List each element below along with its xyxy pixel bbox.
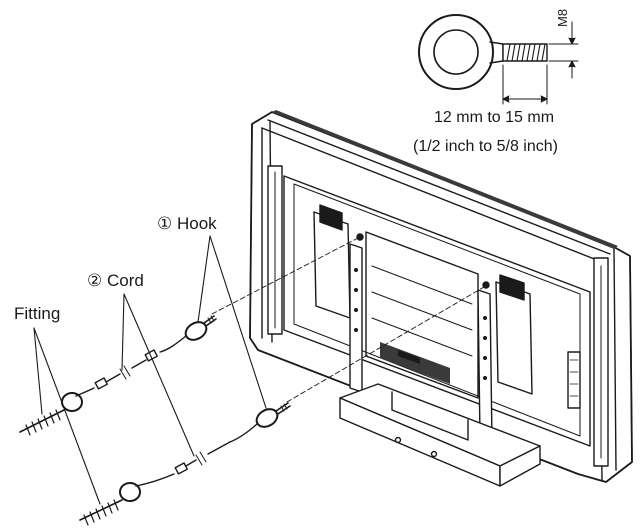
leader-lines [34,236,266,504]
cord-leader-upper [122,294,124,370]
upper-cord-assembly [20,316,216,435]
cord-leader-lower [124,294,194,456]
lower-cord-assembly [80,403,290,525]
upper-fitting-eye [62,393,82,411]
connector-panel [380,342,450,384]
connector-panel-2 [398,350,420,364]
bolt-length-inch-label: (1/2 inch to 5/8 inch) [413,138,558,155]
rear-cabinet-panel [284,176,590,446]
upper-cord-loop [160,336,186,352]
lower-cord-loop [230,424,257,442]
hook-label: ① Hook [157,214,217,233]
display-top-bevel-2 [268,120,610,254]
stand-base-side [500,446,540,486]
cord-label: ② Cord [87,271,144,290]
upper-cord-2 [106,374,120,382]
length-dimension-lines [503,65,547,104]
display-screen-edge [272,110,618,249]
left-hook-hole [357,234,363,240]
fitting-leader-upper [34,328,42,414]
eye-bolt-detail [419,15,578,104]
center-plate-slot-1 [372,266,472,356]
upper-cord-break [120,366,130,379]
bolt-length-mm-label: 12 mm to 15 mm [434,109,555,126]
eye-bolt-thread [507,44,545,61]
display-top-bevel [262,128,602,262]
upper-cord-ferrule-2 [95,378,107,389]
bolt-size-label: M8 [555,8,570,27]
m8-dimension-lines [549,22,578,78]
side-vent [568,352,580,408]
display-rear-view [250,110,632,486]
right-hook-hole [483,282,489,288]
lower-fitting-thread [84,500,118,525]
center-mount-plate [366,232,478,398]
rear-cabinet-inner [294,184,580,436]
left-rear-pad [314,212,350,318]
right-stand-post [478,290,492,442]
lower-cord [208,442,230,454]
upper-cord-ferrule-1 [145,350,157,361]
upper-cord [132,360,146,368]
eye-bolt-ring-outer [419,15,493,89]
upper-hook-thread [208,316,214,323]
lower-cord-ferrule [175,463,187,474]
upper-fitting-thread [26,410,60,435]
right-rear-pad [496,282,532,394]
hook-leader-upper [198,236,210,322]
stand-base-hole-2 [432,452,437,457]
lower-cord-2 [186,460,196,466]
eye-bolt-ring-inner [434,30,478,74]
lower-fitting-eye [120,483,140,501]
left-stand-post [350,244,362,392]
lower-hook-thread [281,404,287,411]
lower-hook-eye [253,406,280,431]
fitting-leader-lower [34,328,100,504]
stand-post-holes [354,268,487,380]
lower-cord-loop-2 [136,474,174,486]
hook-leader-lower [210,236,266,408]
fitting-label: Fitting [14,304,61,323]
lower-cord-break [196,452,206,465]
stand-neck [392,392,468,440]
hook-guide-lines [212,238,484,402]
stand-base-hole-1 [396,438,401,443]
upper-cord-loop-2 [76,388,94,396]
